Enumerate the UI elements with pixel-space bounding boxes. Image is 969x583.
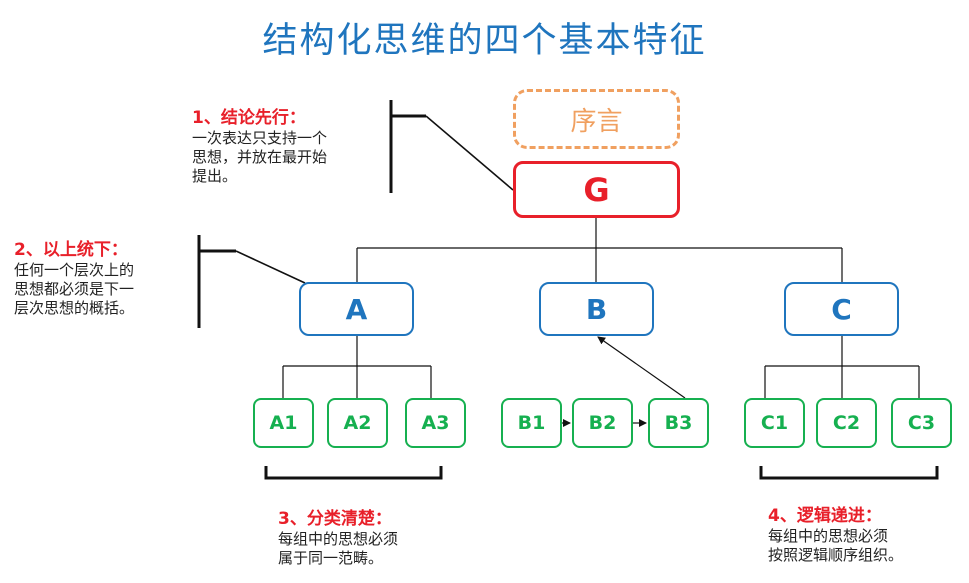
annotation-line: 思想，并放在最开始 bbox=[192, 148, 328, 166]
node-a: A bbox=[299, 282, 414, 336]
node-c1: C1 bbox=[744, 398, 805, 448]
node-c: C bbox=[784, 282, 899, 336]
node-b: B bbox=[539, 282, 654, 336]
annotation-line: 按照逻辑顺序组织。 bbox=[768, 546, 904, 564]
annotation-top-down: 2、以上统下： 任何一个层次上的 思想都必须是下一 层次思想的概括。 bbox=[14, 239, 196, 318]
annotation-line: 一次表达只支持一个 bbox=[192, 129, 328, 147]
annotation-line: 每组中的思想必须 bbox=[768, 527, 889, 545]
node-a1: A1 bbox=[253, 398, 314, 448]
annotation-logical-progression: 4、逻辑递进： 每组中的思想必须 按照逻辑顺序组织。 bbox=[768, 505, 963, 565]
intro-node: 序言 bbox=[513, 89, 680, 149]
node-a3: A3 bbox=[405, 398, 466, 448]
node-b2: B2 bbox=[572, 398, 633, 448]
node-c2: C2 bbox=[816, 398, 877, 448]
annotation-line: 层次思想的概括。 bbox=[14, 299, 135, 317]
annotation-clear-classification: 3、分类清楚： 每组中的思想必须 属于同一范畴。 bbox=[278, 508, 478, 568]
annotation-line: 属于同一范畴。 bbox=[278, 549, 384, 567]
annotation-heading: 1、结论先行： bbox=[192, 108, 306, 128]
node-a2: A2 bbox=[327, 398, 388, 448]
annotation-heading: 2、以上统下： bbox=[14, 240, 128, 260]
annotation-heading: 3、分类清楚： bbox=[278, 509, 392, 529]
annotation-brackets bbox=[197, 100, 939, 480]
annotation-conclusion-first: 1、结论先行： 一次表达只支持一个 思想，并放在最开始 提出。 bbox=[192, 107, 387, 186]
annotation-heading: 4、逻辑递进： bbox=[768, 506, 882, 526]
tree-connectors bbox=[282, 218, 920, 398]
node-c3: C3 bbox=[891, 398, 952, 448]
sequence-arrows bbox=[562, 336, 686, 427]
diagram-title: 结构化思维的四个基本特征 bbox=[262, 21, 707, 61]
annotation-line: 提出。 bbox=[192, 167, 238, 185]
annotation-leaders bbox=[235, 115, 514, 284]
node-b1: B1 bbox=[501, 398, 562, 448]
annotation-line: 任何一个层次上的 bbox=[14, 261, 135, 279]
governing-node-g: G bbox=[513, 161, 680, 218]
annotation-line: 每组中的思想必须 bbox=[278, 530, 399, 548]
annotation-line: 思想都必须是下一 bbox=[14, 280, 135, 298]
node-b3: B3 bbox=[648, 398, 709, 448]
